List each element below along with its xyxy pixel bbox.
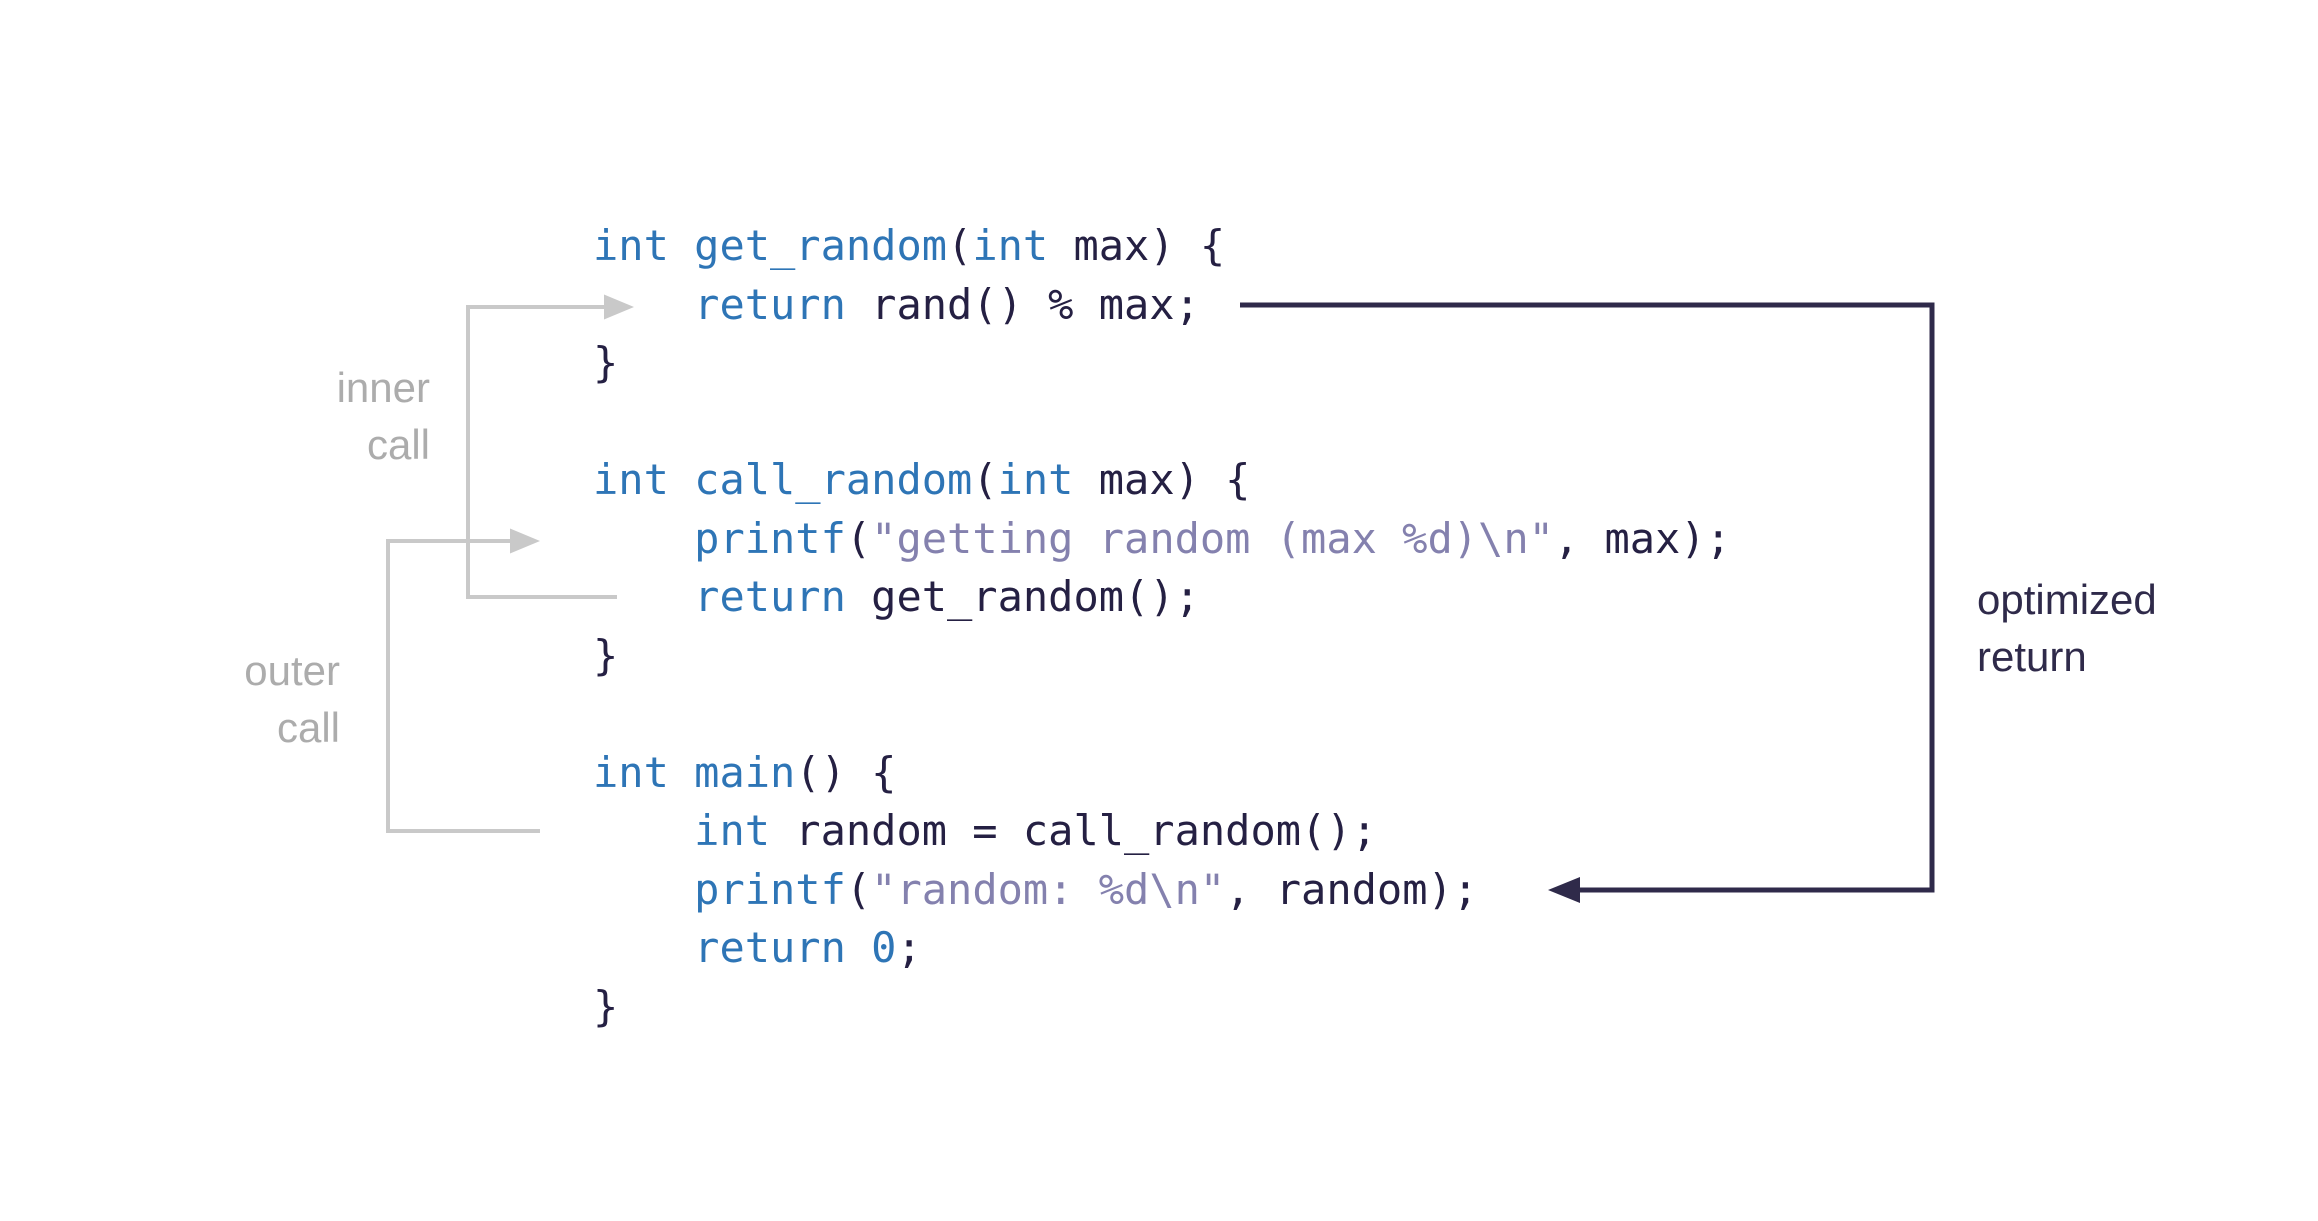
code-line: int random = call_random(); xyxy=(593,802,1731,861)
optimized-return-label-line2: return xyxy=(1977,633,2087,680)
code-token: get_random(); xyxy=(845,572,1200,621)
code-token: ( xyxy=(845,513,872,563)
outer-call-label-line1: outer xyxy=(244,647,340,694)
code-token xyxy=(593,865,694,914)
code-token: return xyxy=(694,923,846,972)
code-line: } xyxy=(593,334,1731,393)
code-token: int xyxy=(997,455,1074,504)
code-line: int call_random(int max) { xyxy=(593,451,1731,510)
code-token: 0 xyxy=(871,923,897,972)
code-token xyxy=(593,572,694,621)
code-line: int get_random(int max) { xyxy=(593,217,1731,276)
code-token: } xyxy=(593,338,619,387)
code-line xyxy=(593,393,1731,452)
outer-call-arrow xyxy=(386,528,540,833)
code-line: return 0; xyxy=(593,919,1731,978)
code-line: printf("random: %d\n", random); xyxy=(593,861,1731,920)
code-block: int get_random(int max) { return rand() … xyxy=(593,217,1731,1036)
code-token: int xyxy=(593,455,669,504)
code-token xyxy=(593,923,694,972)
inner-call-label: inner call xyxy=(230,359,430,473)
code-token: return xyxy=(694,572,846,621)
code-token: } xyxy=(593,630,619,680)
code-token: "getting random (max %d)\n" xyxy=(871,513,1554,563)
code-token xyxy=(846,923,871,972)
code-token: int xyxy=(972,221,1049,270)
code-token xyxy=(593,806,694,855)
code-token: ( xyxy=(947,221,973,270)
code-token: int xyxy=(593,221,669,270)
code-token xyxy=(593,280,694,329)
code-token xyxy=(669,455,694,504)
code-token: rand() % max; xyxy=(845,279,1200,329)
code-line: return rand() % max; xyxy=(593,276,1731,335)
code-token: , random); xyxy=(1225,864,1479,914)
code-line: } xyxy=(593,978,1731,1037)
code-line xyxy=(593,685,1731,744)
code-token: printf xyxy=(694,864,846,914)
code-token: ( xyxy=(845,864,872,914)
code-token: random = call_random(); xyxy=(770,806,1377,855)
code-line: printf("getting random (max %d)\n", max)… xyxy=(593,510,1731,569)
inner-call-label-line2: call xyxy=(366,421,430,468)
code-token: printf xyxy=(694,513,846,563)
code-token: get_random xyxy=(694,221,948,270)
code-token: ( xyxy=(972,455,998,504)
code-line: return get_random(); xyxy=(593,568,1731,627)
outer-call-label-line2: call xyxy=(276,704,340,751)
code-token xyxy=(669,748,694,797)
optimized-return-label-line1: optimized xyxy=(1977,576,2157,623)
code-token: int xyxy=(694,806,771,855)
code-line: } xyxy=(593,627,1731,686)
code-token: max) { xyxy=(1048,221,1226,270)
code-token: } xyxy=(593,981,619,1031)
code-token: , max); xyxy=(1553,513,1731,563)
code-token: () { xyxy=(795,747,897,797)
code-token: ; xyxy=(896,923,922,972)
inner-call-label-line1: inner xyxy=(336,364,430,411)
code-token: main xyxy=(694,747,796,797)
code-token xyxy=(669,221,694,270)
code-token: max) { xyxy=(1073,455,1251,504)
optimized-return-label: optimized return xyxy=(1977,571,2297,685)
outer-call-label: outer call xyxy=(140,642,340,756)
code-token xyxy=(593,514,694,563)
code-token: "random: %d\n" xyxy=(871,864,1226,914)
code-token: call_random xyxy=(694,455,973,504)
code-line: int main() { xyxy=(593,744,1731,803)
code-token: return xyxy=(694,279,846,329)
code-token: int xyxy=(593,747,669,797)
